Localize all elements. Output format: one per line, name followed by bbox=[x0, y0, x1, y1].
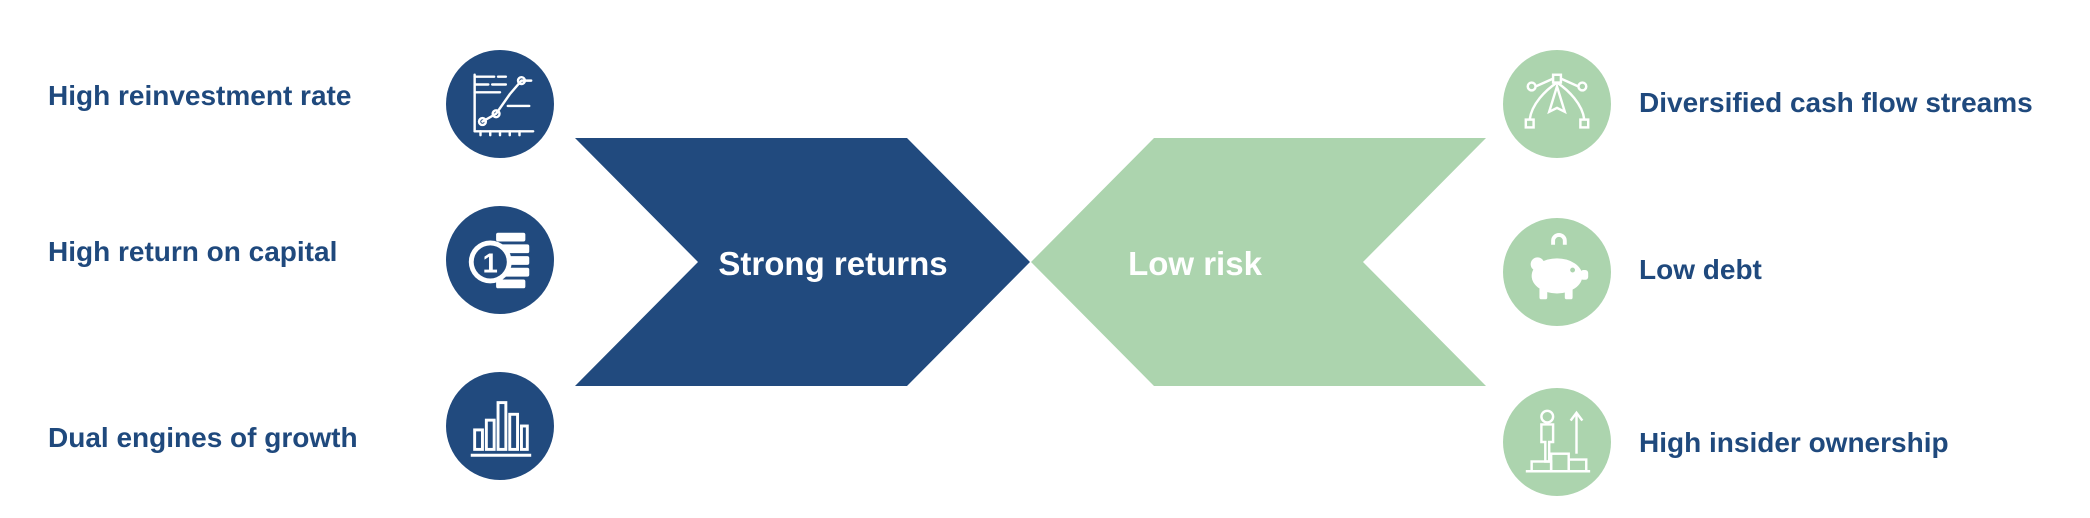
svg-text:1: 1 bbox=[483, 248, 498, 279]
right-item-label-2: Low debt bbox=[1639, 254, 1762, 285]
left-item-label-1: High reinvestment rate bbox=[48, 80, 352, 111]
strong-returns-label: Strong returns bbox=[718, 245, 947, 282]
strong-returns-chevron bbox=[575, 138, 1030, 386]
line-chart-icon bbox=[446, 50, 554, 158]
low-risk-label: Low risk bbox=[1128, 245, 1263, 282]
person-podium-icon bbox=[1503, 388, 1611, 496]
right-item-label-3: High insider ownership bbox=[1639, 427, 1949, 458]
low-risk-chevron bbox=[1031, 138, 1486, 386]
left-item-label-2: High return on capital bbox=[48, 236, 338, 267]
piggy-bank-icon bbox=[1503, 218, 1611, 326]
vector-nodes-icon bbox=[1503, 50, 1611, 158]
bar-chart-icon bbox=[446, 372, 554, 480]
coin-stack-icon: 1 bbox=[446, 206, 554, 314]
right-item-label-1: Diversified cash flow streams bbox=[1639, 87, 2033, 118]
left-item-label-3: Dual engines of growth bbox=[48, 422, 358, 453]
